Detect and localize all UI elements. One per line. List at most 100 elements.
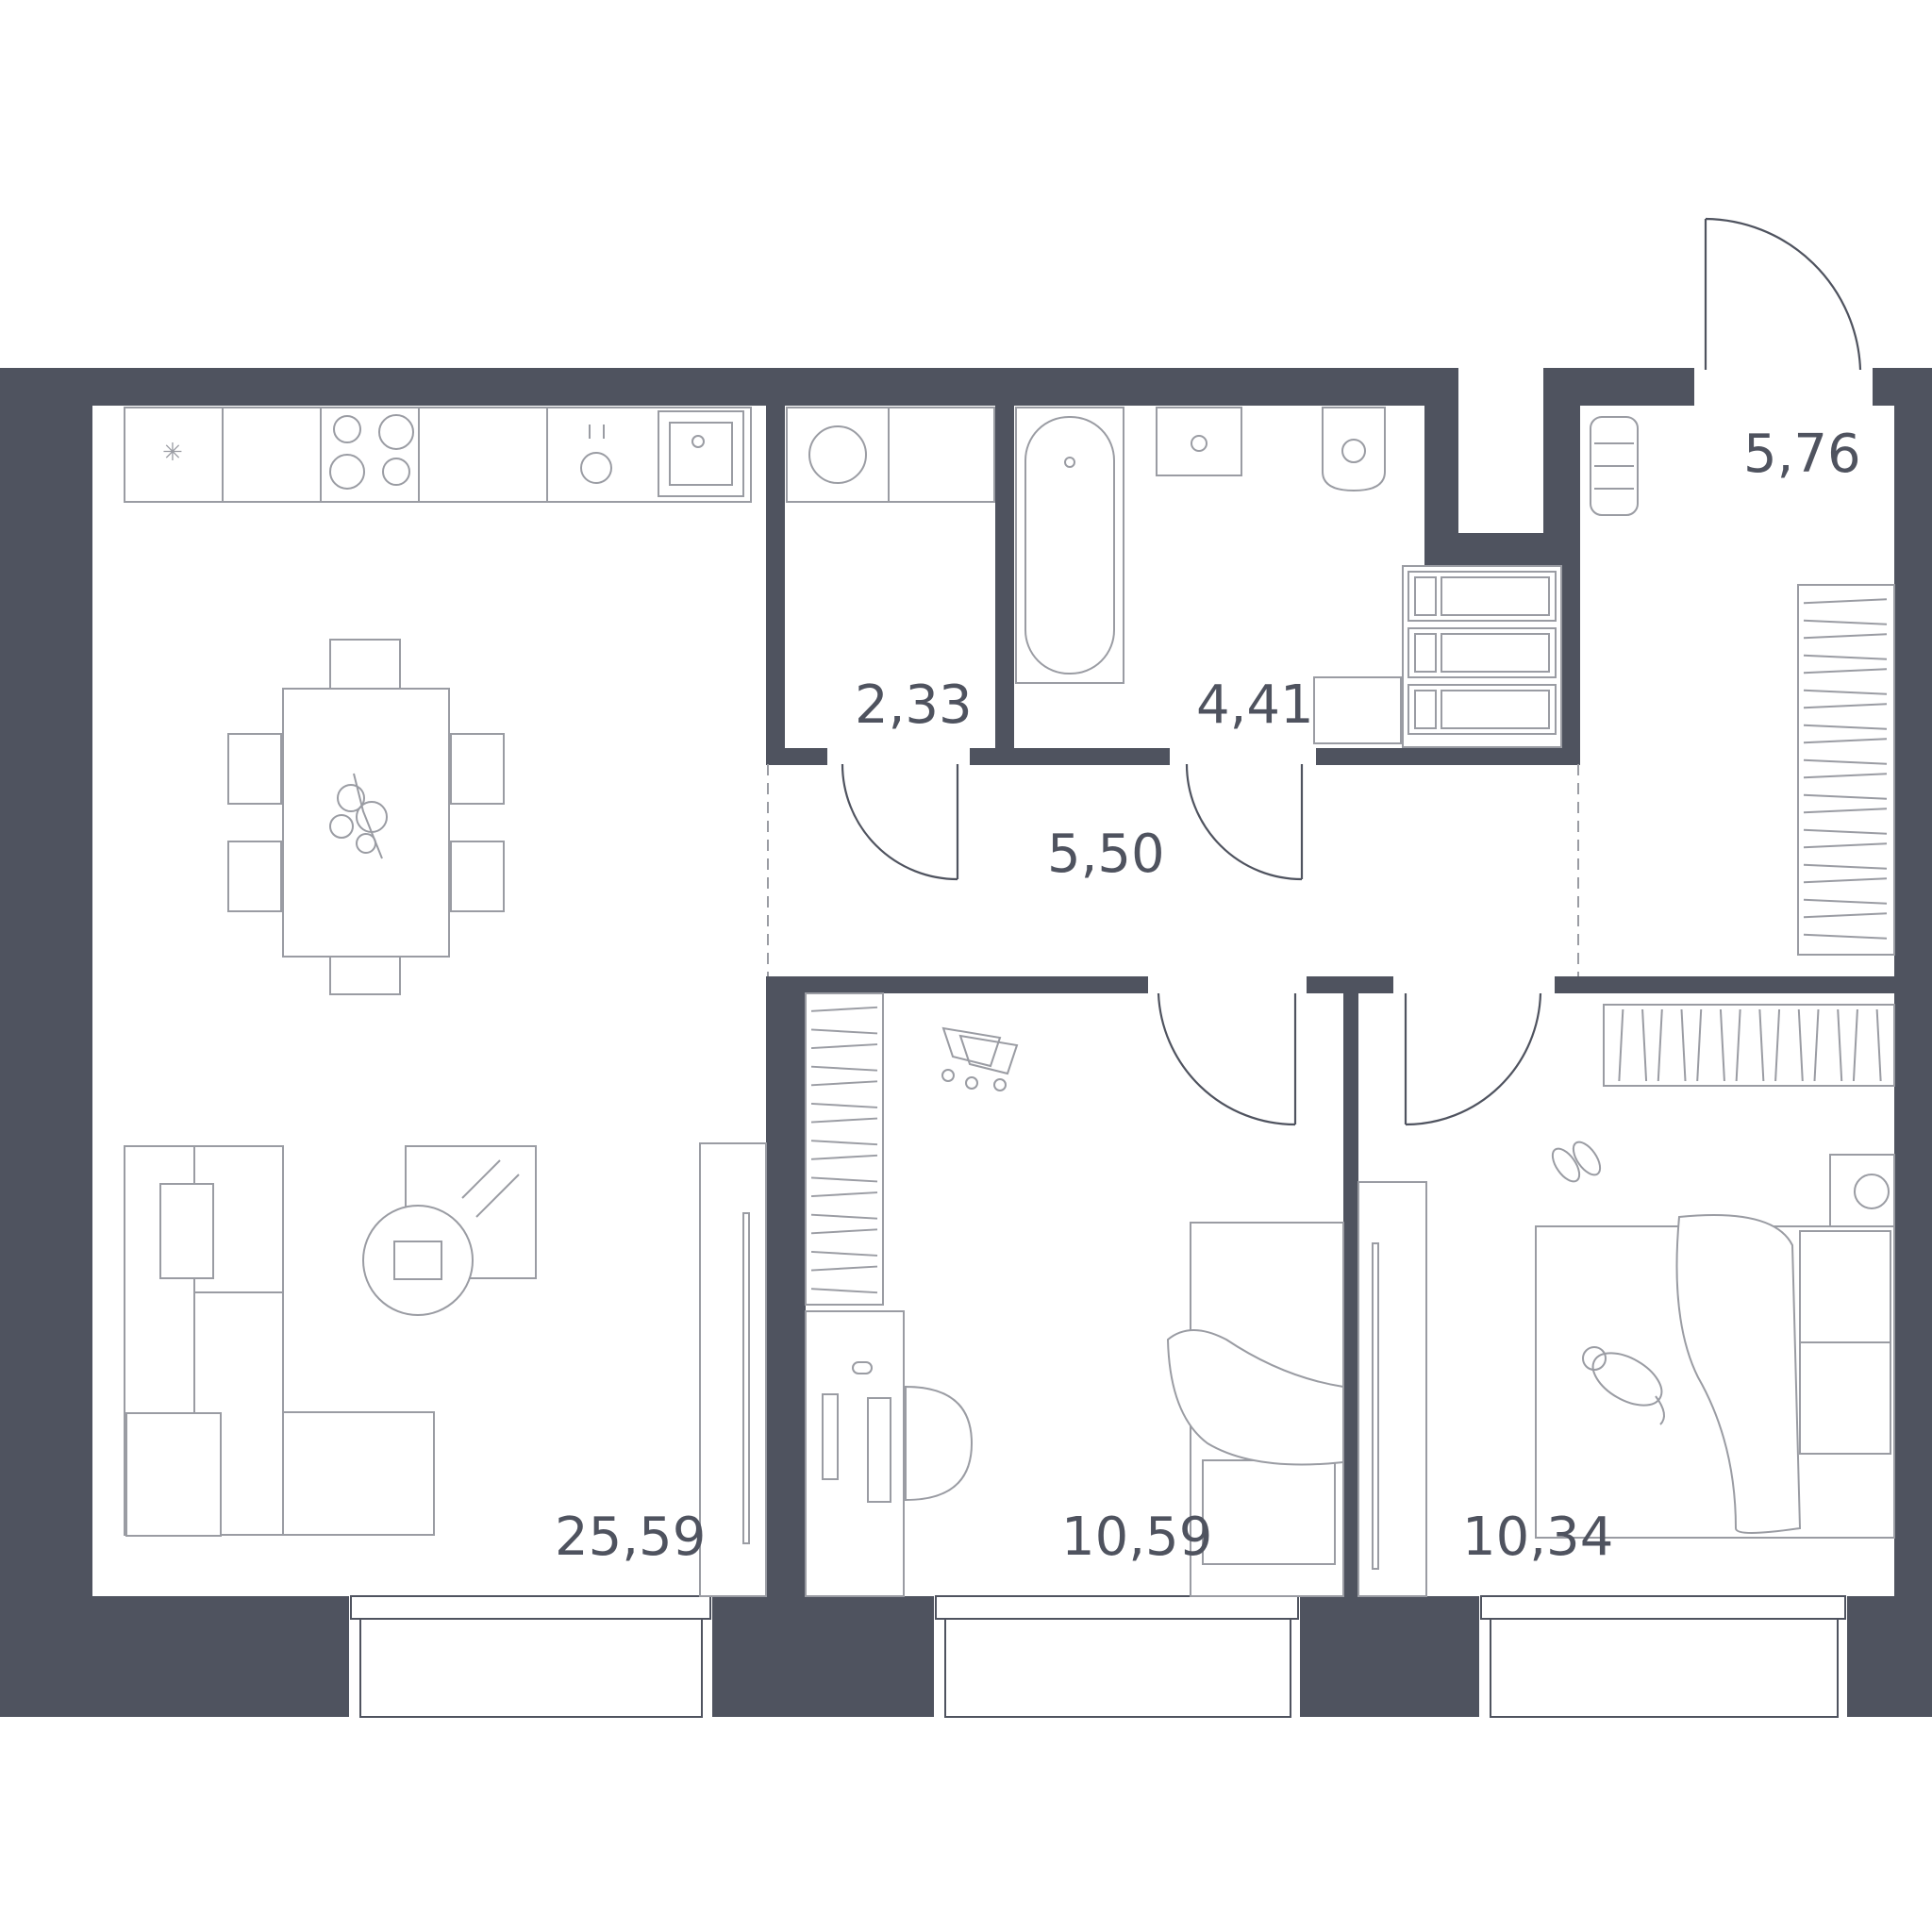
blanket-icon <box>1675 1214 1802 1534</box>
wall-top-bath <box>774 368 1094 406</box>
hanger-line <box>810 1213 878 1220</box>
area-label-laundry: 2,33 <box>855 675 973 736</box>
kitchen-counter: ✳ <box>124 407 752 503</box>
dining-chair <box>329 639 401 691</box>
dining-chair <box>450 841 505 912</box>
bedroom1-door-icon <box>1157 992 1297 1126</box>
hanger-line <box>1803 633 1888 640</box>
hanger-line <box>1803 898 1888 905</box>
hanger-line <box>1803 912 1888 919</box>
lamp-icon <box>1854 1174 1890 1209</box>
dining-chair <box>227 733 282 805</box>
bedroom2-door-icon <box>1404 992 1542 1126</box>
dining-chair <box>227 841 282 912</box>
sofa-chaise <box>282 1411 435 1536</box>
tv-icon <box>742 1212 750 1544</box>
slippers-icon <box>1551 1141 1602 1183</box>
laundry <box>786 407 995 503</box>
area-labels: 25,59 2,33 4,41 5,50 5,76 10,59 10,34 <box>555 424 1861 1568</box>
window-bed1-sill <box>944 1618 1291 1718</box>
bath-door-icon <box>1185 763 1304 881</box>
hanger-line <box>1719 1008 1725 1082</box>
hanger-line <box>1803 724 1888 730</box>
hanger-line <box>810 1140 878 1146</box>
hanger-line <box>810 1043 878 1050</box>
wardrobe-hangers <box>1618 1008 1882 1082</box>
dining-set <box>227 639 505 995</box>
hanger-line <box>810 1191 878 1198</box>
wall-left <box>0 368 92 1717</box>
area-label-bedroom-1: 10,59 <box>1061 1507 1212 1568</box>
bedroom-2 <box>1357 1004 1895 1597</box>
hanger-line <box>810 1228 878 1235</box>
window-bed2 <box>1479 1596 1847 1717</box>
wall-bath-bottom-b <box>1316 748 1580 765</box>
pillow-icon <box>1799 1230 1891 1343</box>
area-label-entrance-hall: 5,76 <box>1743 424 1861 485</box>
doors <box>767 217 1862 1126</box>
hanger-line <box>1735 1008 1741 1082</box>
washing-machine-icon <box>786 407 890 503</box>
keyboard-icon <box>867 1397 891 1503</box>
hanger-line <box>810 1102 878 1108</box>
wardrobe-hangers <box>1803 598 1888 940</box>
cat-icon <box>1582 1346 1665 1425</box>
rollerblades-icon <box>941 1026 1019 1091</box>
area-label-hallway: 5,50 <box>1047 824 1165 885</box>
hanger-line <box>1803 808 1888 814</box>
hanger-line <box>1797 1008 1804 1082</box>
monitor-icon <box>822 1393 839 1480</box>
wall-right <box>1894 368 1932 1717</box>
hanger-line <box>1803 828 1888 835</box>
wall-bed2-top <box>1555 976 1894 993</box>
hanger-line <box>1803 933 1888 940</box>
fridge-icon: ✳ <box>162 439 183 467</box>
sofa-cushion <box>125 1412 222 1537</box>
wardrobe-icon <box>805 992 884 1306</box>
wall-shaft-bottom <box>1424 533 1545 567</box>
bedroom-1 <box>805 992 1344 1597</box>
entrance-door-icon <box>1704 217 1862 371</box>
hanger-line <box>1618 1008 1624 1082</box>
hanger-line <box>1803 758 1888 765</box>
wall-laundry-bottom-a <box>766 748 827 765</box>
wall-top-left <box>0 368 269 406</box>
wall-top-kitchen <box>269 368 774 406</box>
tv-stand <box>1357 1181 1427 1597</box>
hanger-line <box>810 1250 878 1257</box>
hanger-line <box>810 1176 878 1183</box>
wall-bath-bottom-a <box>995 748 1170 765</box>
windows <box>349 1595 1847 1718</box>
hanger-line <box>1803 773 1888 779</box>
wardrobe-hangers <box>810 1006 878 1294</box>
hanger-line <box>810 1117 878 1124</box>
flowers-icon <box>329 773 388 859</box>
hanger-line <box>1696 1008 1703 1082</box>
bathroom <box>1015 407 1402 744</box>
wardrobe-icon <box>1603 1004 1895 1087</box>
sofa-cushion <box>159 1183 214 1279</box>
drawer-unit-shaft <box>1402 565 1562 748</box>
shelf <box>888 407 995 503</box>
hanger-line <box>1803 654 1888 660</box>
hanger-line <box>1758 1008 1765 1082</box>
window-bed1 <box>934 1596 1300 1717</box>
hanger-line <box>1837 1008 1843 1082</box>
hanger-line <box>1852 1008 1858 1082</box>
wall-laundry-left <box>766 368 785 750</box>
chair-icon <box>905 1385 974 1502</box>
bath-shelf <box>1313 676 1402 744</box>
hanger-line <box>810 1080 878 1087</box>
hanger-line <box>1803 619 1888 625</box>
tv-cabinet <box>699 1142 767 1597</box>
hanger-line <box>1803 598 1888 605</box>
hanger-line <box>1803 668 1888 675</box>
lounge <box>362 1145 537 1316</box>
hanger-line <box>1803 863 1888 870</box>
area-label-bedroom-2: 10,34 <box>1462 1507 1613 1568</box>
hanger-line <box>1641 1008 1648 1082</box>
pillow-icon <box>1202 1459 1336 1565</box>
wardrobe-icon <box>1797 584 1895 956</box>
pillow-icon <box>1799 1341 1891 1455</box>
window-bed2-sill <box>1490 1618 1839 1718</box>
